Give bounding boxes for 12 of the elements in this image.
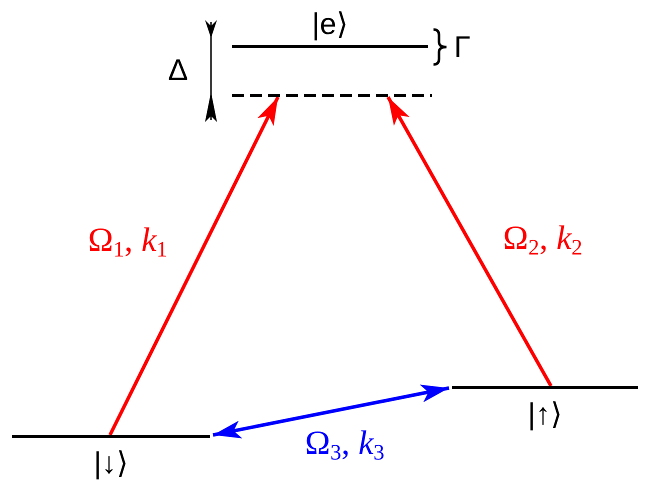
edge-label: Ω$_{1}$, k$_{1}$ <box>88 224 168 258</box>
dashed-level-line <box>232 94 432 97</box>
edge-label: Ω$_{3}$, k$_{3}$ <box>305 427 384 461</box>
state-label: |e⟩ <box>312 10 348 40</box>
double-headed-arrow <box>212 384 450 438</box>
state-label: |↓⟩ <box>94 449 128 479</box>
arrow <box>386 96 553 387</box>
detuning-label: Δ <box>168 56 188 86</box>
edge-label: Ω$_{2}$, k$_{2}$ <box>503 222 582 256</box>
linewidth-label: Γ <box>454 33 471 63</box>
arrow <box>108 96 280 436</box>
state-label: |↑⟩ <box>528 400 562 430</box>
